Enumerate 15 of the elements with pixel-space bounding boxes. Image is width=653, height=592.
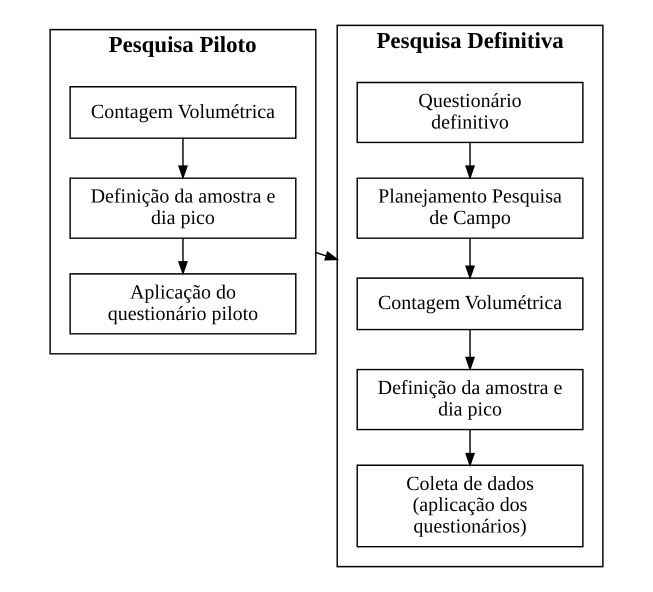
node-box: Questionário definitivo [356, 82, 584, 144]
arrow [316, 250, 340, 260]
node-box: Coleta de dados (aplicação dos questionários) [356, 464, 584, 548]
node-box: Contagem Volumétrica [356, 277, 584, 330]
arrow [178, 138, 188, 180]
arrow [178, 238, 188, 276]
node-box: Contagem Volumétrica [69, 86, 296, 139]
arrow [465, 238, 476, 280]
node-box: Definição da amostra e dia pico [69, 177, 296, 239]
node-box: Definição da amostra e dia pico [356, 368, 584, 430]
node-box: Aplicação do questionário piloto [69, 273, 296, 335]
arrow [465, 430, 476, 468]
node-box: Planejamento Pesquisa de Campo [356, 177, 584, 239]
arrow [465, 330, 476, 372]
arrow [465, 142, 476, 180]
